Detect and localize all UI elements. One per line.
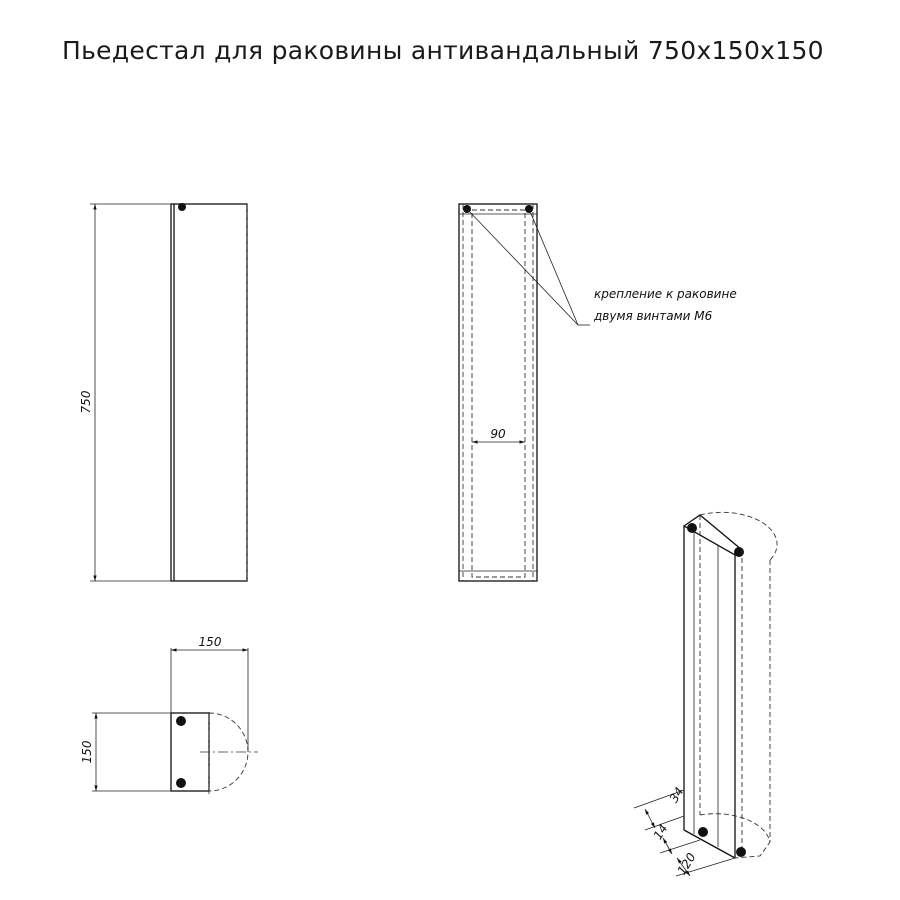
iso-bolt-bottom-left [698,827,708,837]
fastening-note-line2: двумя винтами М6 [593,309,713,323]
note-leader-right [528,208,579,326]
height-dimension: 750 [79,203,171,582]
side-view-outline [458,203,538,582]
iso-dimension-120: 120 [675,850,699,877]
front-view: 750 [79,203,248,582]
side-view: 90 [458,203,590,582]
iso-bolt-top-right [734,547,744,557]
top-depth-dimension: 150 [80,712,171,792]
height-dimension-label: 750 [79,390,93,413]
iso-bolt-top-left [687,523,697,533]
top-view-bolt-top [176,716,186,726]
iso-bolt-bottom-right [736,847,746,857]
top-view: 150 150 [80,635,258,795]
inner-width-dimension-label: 90 [490,427,506,441]
top-width-dimension-label: 150 [199,635,222,649]
note-leader-left [466,208,579,326]
fastening-note: крепление к раковине двумя винтами М6 [593,287,737,323]
iso-dimension-34: 34 [667,785,687,805]
iso-dimension-14: 14 [651,822,671,842]
fastening-note-line1: крепление к раковине [594,287,737,301]
drawing-title: Пьедестал для раковины антивандальный 75… [62,36,824,65]
front-view-outline [170,203,248,582]
iso-top-face [682,514,744,556]
top-view-bolt-bottom [176,778,186,788]
top-depth-dimension-label: 150 [80,740,94,763]
front-view-bolt [178,203,186,211]
top-width-dimension: 150 [170,635,249,752]
isometric-view: 34 14 120 [633,511,778,877]
inner-width-dimension: 90 [472,427,525,444]
